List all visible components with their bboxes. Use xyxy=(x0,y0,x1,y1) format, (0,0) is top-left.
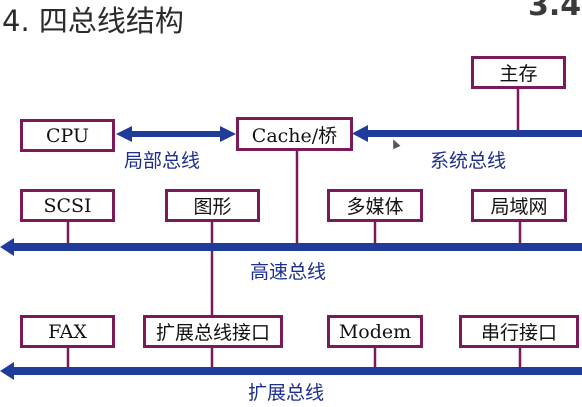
scsi-box: SCSI xyxy=(20,189,115,222)
graphics-box: 图形 xyxy=(165,189,260,222)
main-memory-box: 主存 xyxy=(471,56,566,89)
cache-bridge-box: Cache/桥 xyxy=(236,117,353,151)
system-bus-label: 系统总线 xyxy=(430,150,507,172)
modem-box: Modem xyxy=(327,315,423,348)
cpu-box: CPU xyxy=(20,119,115,152)
slide-title: 4. 四总线结构 xyxy=(2,4,184,38)
local-bus-arrow xyxy=(116,126,236,142)
expansion-bus-label: 扩展总线 xyxy=(248,382,325,404)
fax-box: FAX xyxy=(20,315,115,348)
local-bus-label: 局部总线 xyxy=(124,150,201,172)
serial-interface-box: 串行接口 xyxy=(459,315,579,348)
system-bus-arrow xyxy=(352,125,582,142)
multimedia-box: 多媒体 xyxy=(327,189,423,222)
expansion-bus-arrow xyxy=(0,362,582,380)
high-speed-bus-arrow xyxy=(0,238,582,256)
slide-number: 3.4 xyxy=(528,0,582,23)
high-speed-bus-label: 高速总线 xyxy=(250,261,327,283)
expansion-interface-box: 扩展总线接口 xyxy=(143,315,283,348)
lan-box: 局域网 xyxy=(471,189,567,222)
